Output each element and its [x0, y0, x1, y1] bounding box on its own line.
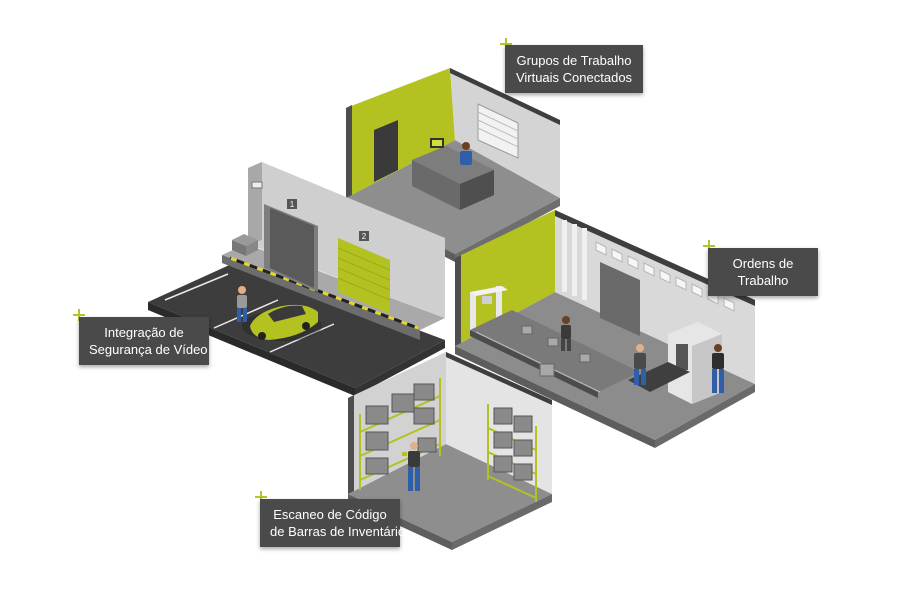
- office-room: [346, 68, 560, 262]
- callout-virtual-workgroups-line2: Virtuais Conectados: [515, 70, 633, 85]
- dock-pallet-boxes: [232, 234, 258, 256]
- production-worker-2: [634, 344, 646, 385]
- callout-virtual-workgroups: Grupos de Trabalho Virtuais Conectados: [505, 45, 643, 93]
- callout-marker-inventory-scanning: [255, 491, 267, 503]
- production-left-wall: [455, 210, 555, 346]
- callout-marker-video-security: [73, 309, 85, 321]
- office-worker-head: [462, 142, 470, 150]
- conveyor-line: [470, 310, 640, 398]
- door-number-2-plate: [359, 231, 369, 241]
- callout-work-orders-line1: Ordens de: [732, 256, 794, 271]
- callout-inventory-scanning-line1: Escaneo de Código: [273, 507, 387, 522]
- callout-inventory-scanning-line2: de Barras de Inventário: [270, 524, 406, 539]
- callout-video-security-line2: Segurança de Vídeo: [89, 342, 208, 357]
- callout-marker-work-orders: [703, 240, 715, 252]
- dock-brick-wall: [248, 162, 445, 318]
- door-number-1-plate: [287, 199, 297, 209]
- production-worker-1: [561, 316, 571, 351]
- callout-virtual-workgroups-line1: Grupos de Trabalho: [516, 53, 632, 68]
- inventory-worker: [402, 442, 420, 491]
- robotic-arm: [470, 286, 508, 332]
- callout-work-orders-line2: Trabalho: [737, 273, 789, 288]
- production-bay-door: [600, 262, 640, 336]
- barcode-scanner-icon: [402, 452, 407, 456]
- shelf-right-boxes: [493, 407, 533, 481]
- dock-worker: [237, 286, 247, 322]
- clerestory-windows: [595, 241, 735, 312]
- callout-video-security: Integração de Segurança de Vídeo: [79, 317, 209, 365]
- door-number-2: 2: [362, 232, 367, 241]
- conveyor-boxes: [521, 325, 591, 377]
- security-camera-icon: [251, 181, 263, 189]
- production-floor: [455, 210, 755, 448]
- yellow-car: [242, 304, 322, 341]
- production-worker-3: [712, 344, 724, 393]
- office-worker-body: [460, 151, 472, 165]
- inventory-room: [348, 352, 552, 550]
- office-left-wall: [346, 68, 455, 198]
- callout-work-orders: Ordens de Trabalho: [708, 248, 818, 296]
- callout-inventory-scanning: Escaneo de Código de Barras de Inventári…: [260, 499, 406, 547]
- office-door: [374, 120, 398, 182]
- office-window: [477, 103, 519, 159]
- callout-marker-virtual-workgroups: [500, 38, 512, 50]
- dock-door-1: [270, 208, 314, 288]
- callout-video-security-line1: Integração de: [104, 325, 184, 340]
- door-number-1: 1: [290, 200, 295, 209]
- shelf-left-boxes: [365, 383, 437, 475]
